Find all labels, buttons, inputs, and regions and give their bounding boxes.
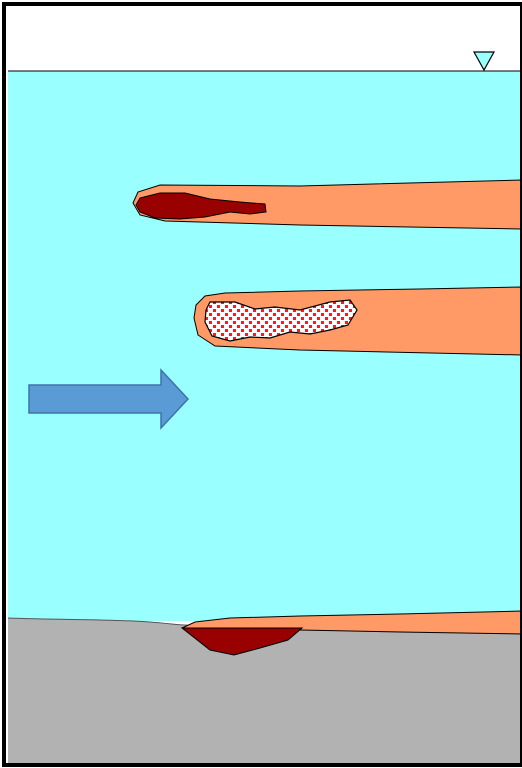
diagram-svg [0,0,522,768]
diagram-canvas [0,0,522,768]
